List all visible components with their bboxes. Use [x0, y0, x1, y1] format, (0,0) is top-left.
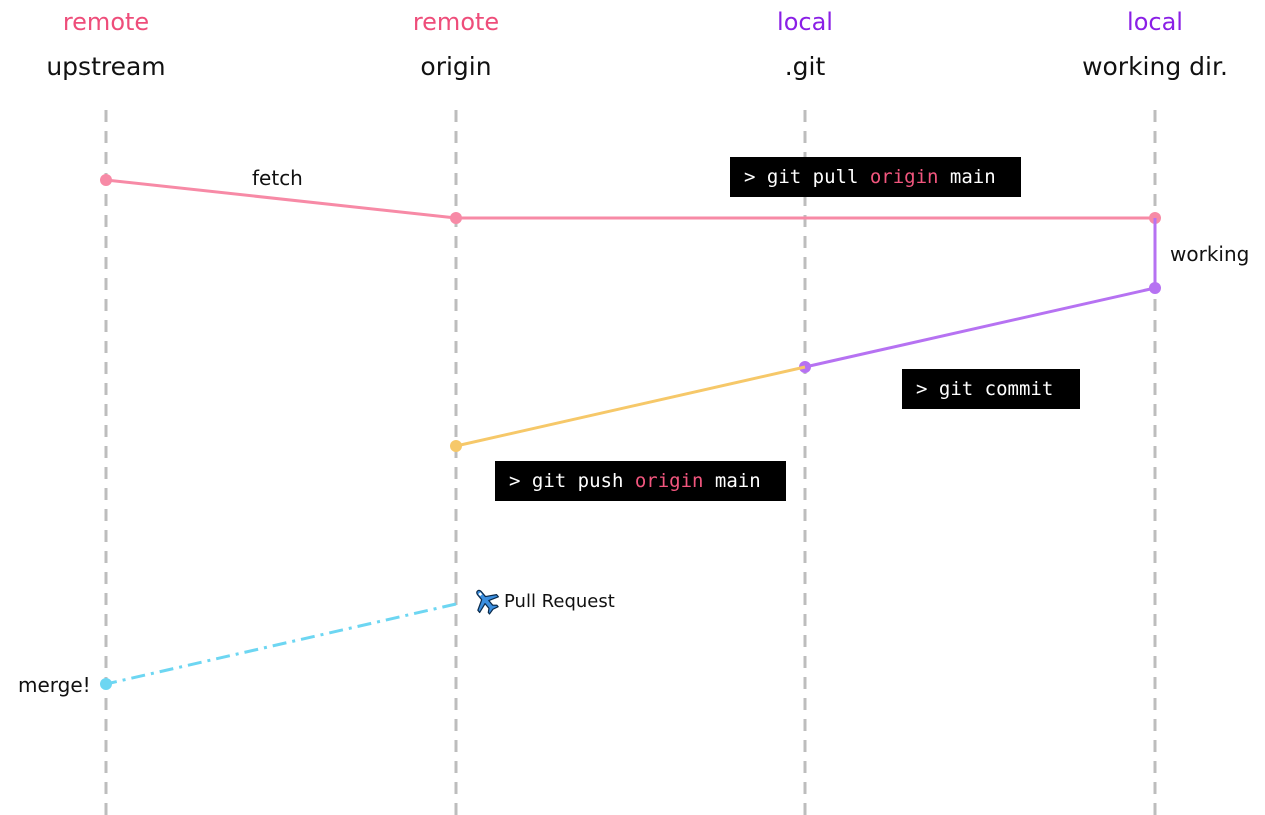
merge-dot	[100, 678, 112, 690]
push-branch: main	[703, 470, 761, 492]
fetch-arrow	[105, 178, 457, 220]
working-dir-commit-dot	[1149, 282, 1161, 294]
column-title-working-dir: working dir.	[1082, 52, 1228, 81]
git-commit-command: > git commit	[902, 369, 1080, 409]
push-prompt: > git push	[509, 470, 635, 492]
column-title-git: .git	[784, 52, 826, 81]
git-pull-command: > git pull origin main	[730, 157, 1021, 197]
commit-arrow	[804, 286, 1156, 369]
airplane-icon	[476, 589, 499, 615]
merge-label: merge!	[18, 673, 91, 697]
column-title-upstream: upstream	[46, 52, 166, 81]
fetch-label: fetch	[252, 166, 303, 190]
pull-request-text: Pull Request	[504, 590, 615, 612]
pull-request-arrow	[105, 602, 457, 686]
column-category-working-dir: local	[1127, 8, 1183, 36]
pull-request-label: Pull Request	[471, 586, 615, 616]
pull-prompt: > git pull	[744, 166, 870, 188]
git-push-command: > git push origin main	[495, 461, 786, 501]
column-category-origin: remote	[412, 8, 500, 36]
column-category-upstream: remote	[62, 8, 150, 36]
fetch-start-dot	[100, 174, 112, 186]
commit-text: > git commit	[916, 378, 1054, 400]
column-category-git: local	[777, 8, 833, 36]
origin-push-dot	[450, 440, 462, 452]
working-label: working	[1170, 242, 1250, 266]
column-title-origin: origin	[420, 52, 492, 81]
push-remote: origin	[634, 470, 704, 492]
pull-remote: origin	[869, 166, 939, 188]
origin-pull-dot	[450, 212, 462, 224]
pull-branch: main	[938, 166, 996, 188]
push-arrow	[455, 365, 806, 448]
